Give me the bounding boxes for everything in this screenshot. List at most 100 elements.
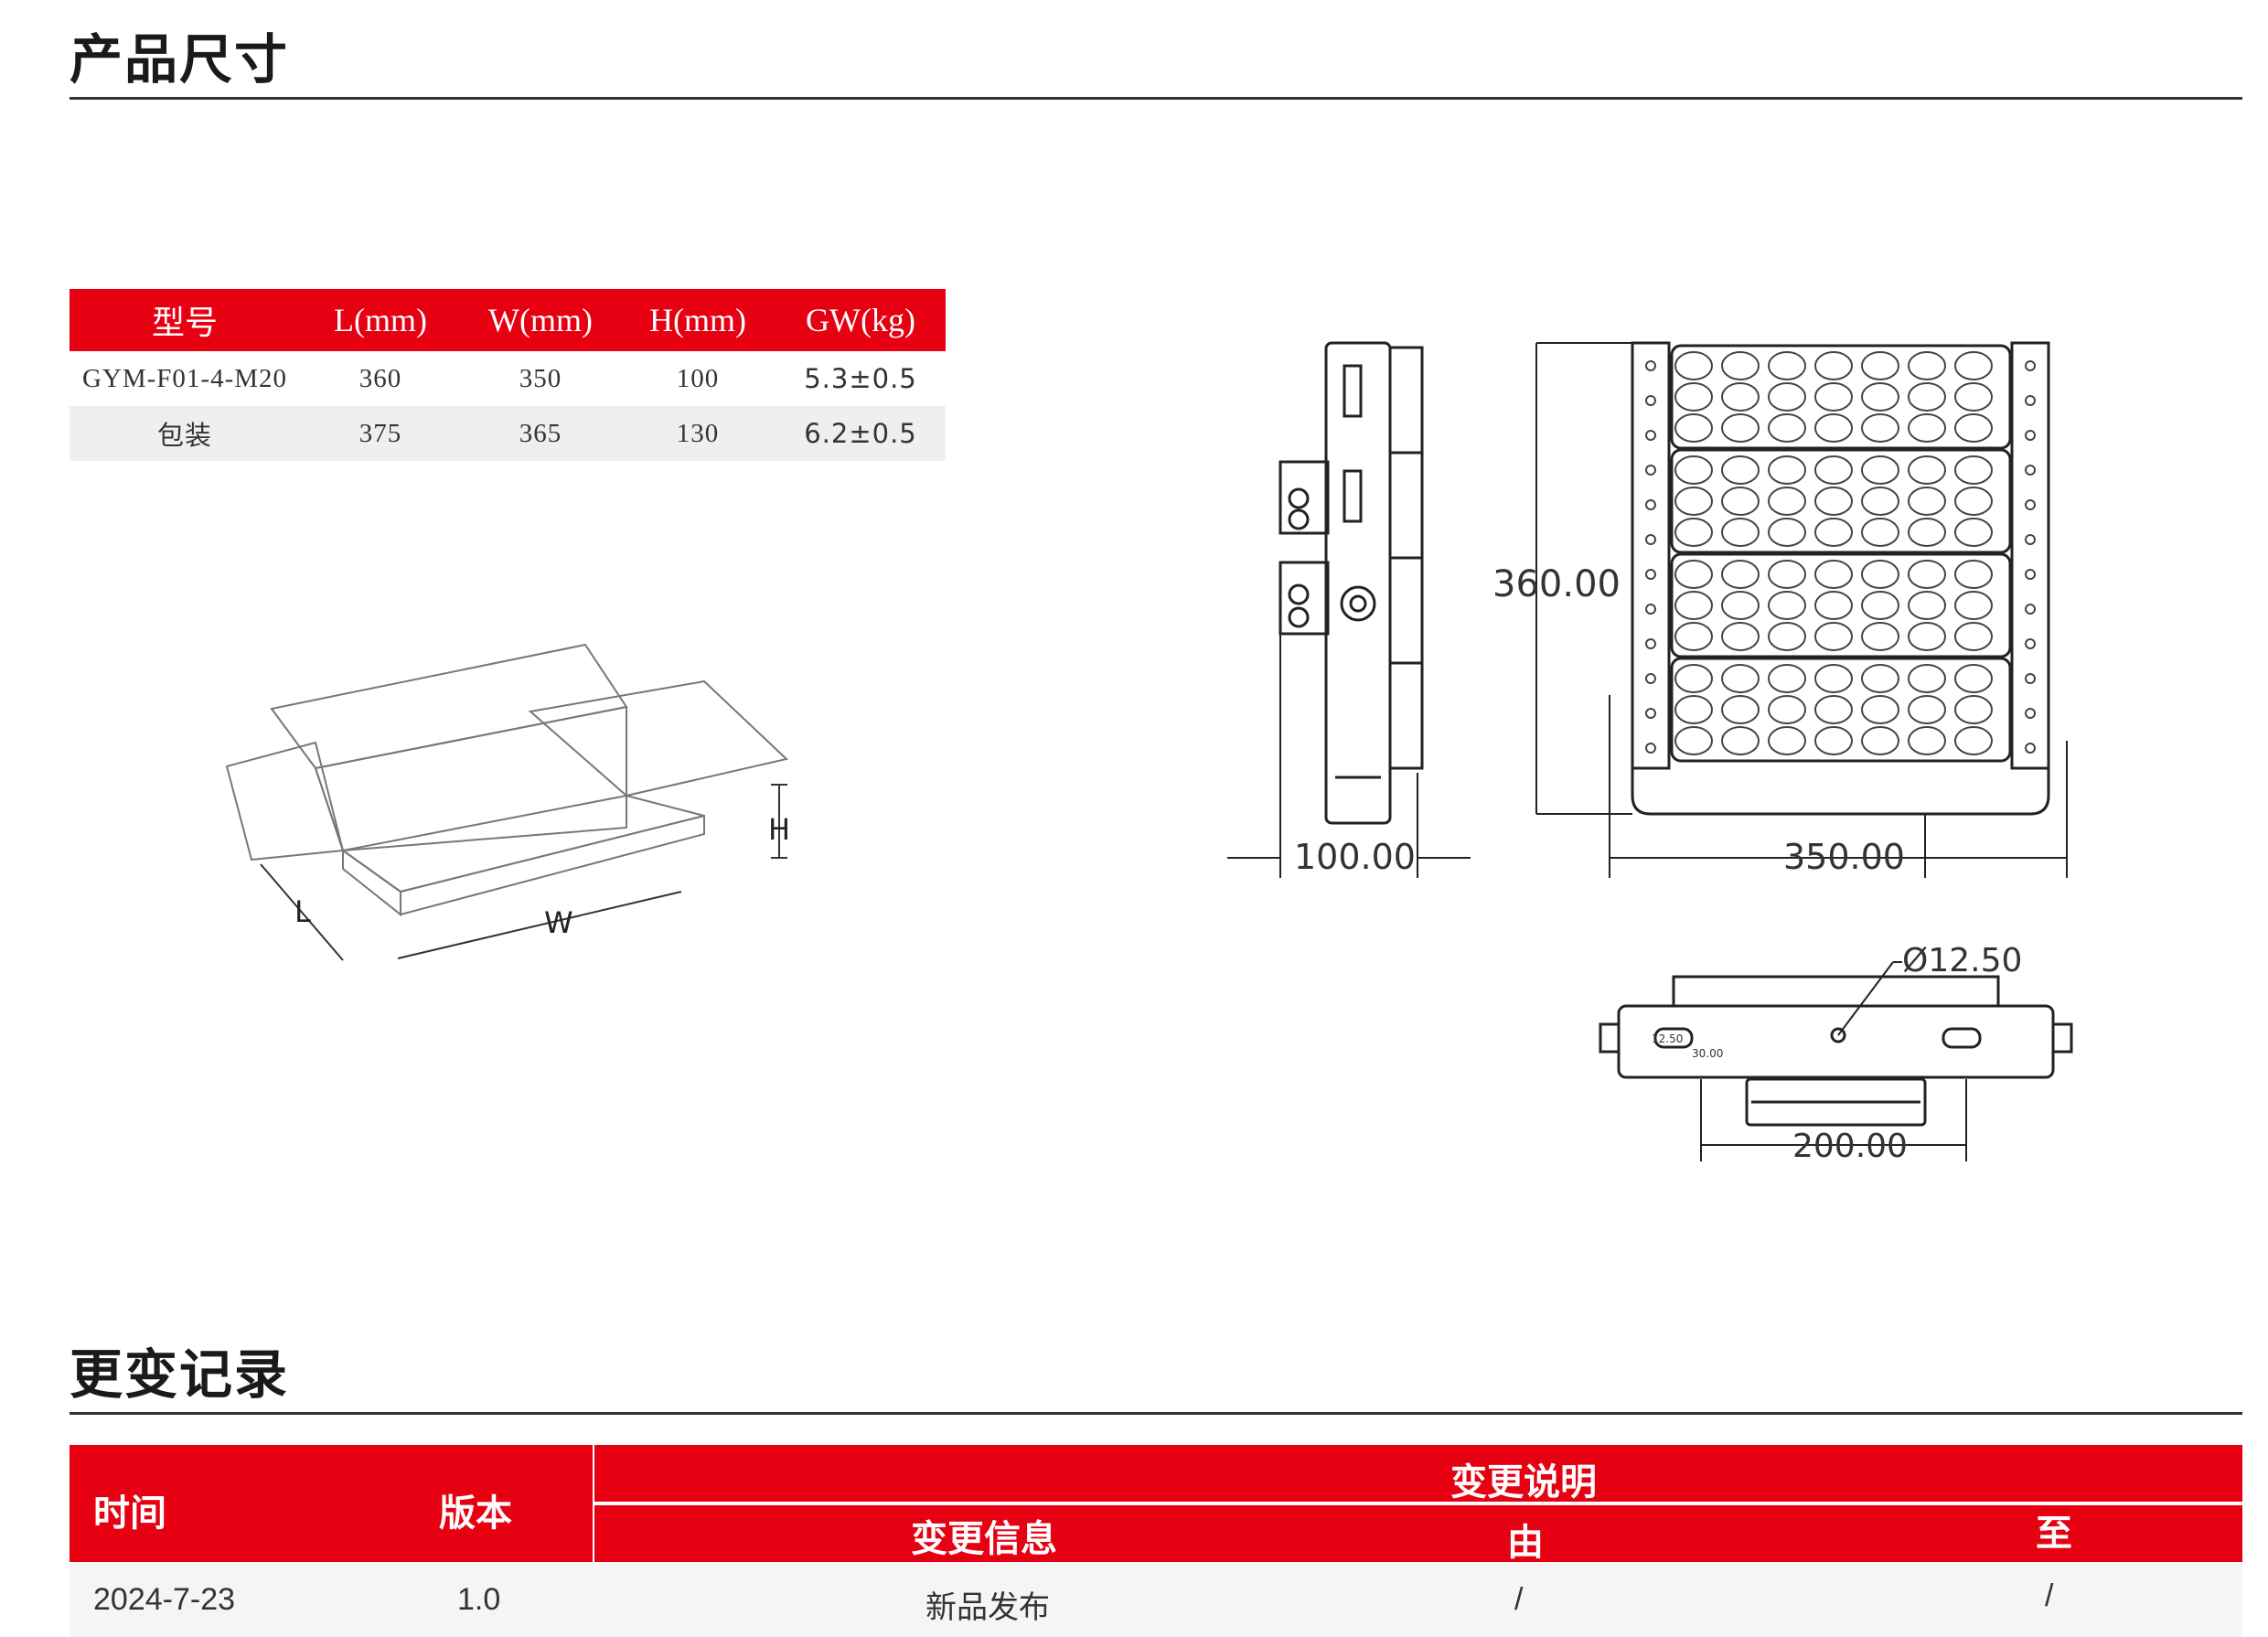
dim-height: 360.00	[1492, 563, 1621, 605]
led-lens	[1908, 664, 1946, 693]
led-lens	[1814, 518, 1853, 547]
header-to: 至	[2036, 1514, 2072, 1554]
led-lens	[1768, 695, 1806, 724]
cell-weight: 5.3±0.5	[804, 363, 917, 394]
mount-hole	[2025, 604, 2036, 615]
led-lens	[1908, 455, 1946, 485]
cell-width: 365	[461, 406, 620, 461]
led-lens	[1814, 487, 1853, 516]
led-lens	[1768, 455, 1806, 485]
cell-from: /	[1514, 1582, 1524, 1617]
led-lens	[1814, 560, 1853, 589]
led-lens	[1721, 726, 1760, 755]
led-lens	[1721, 622, 1760, 651]
mount-hole	[1645, 708, 1656, 719]
mount-hole	[2025, 395, 2036, 406]
led-lens	[1721, 518, 1760, 547]
mount-hole	[1645, 604, 1656, 615]
led-lens	[1954, 726, 1993, 755]
led-lens	[1861, 664, 1899, 693]
mount-hole	[2025, 465, 2036, 476]
led-lens	[1861, 560, 1899, 589]
changelog-header-desc	[594, 1445, 2242, 1502]
led-lens	[1721, 591, 1760, 620]
box-label-l: L	[294, 894, 311, 929]
header-version: 版本	[439, 1493, 512, 1534]
led-lens	[1954, 487, 1993, 516]
led-lens	[1814, 622, 1853, 651]
led-lens	[1954, 455, 1993, 485]
led-lens	[1768, 622, 1806, 651]
dim-small-b: 30.00	[1692, 1047, 1723, 1060]
dim-width: 350.00	[1783, 837, 1905, 877]
cell-model: 包装	[70, 406, 300, 461]
led-lens	[1674, 351, 1713, 380]
section-title-changelog: 更变记录	[70, 1345, 290, 1405]
led-lens	[1861, 726, 1899, 755]
led-lens	[1908, 591, 1946, 620]
mount-hole	[1645, 673, 1656, 684]
led-lens	[1721, 560, 1760, 589]
cell-height: 100	[676, 363, 720, 393]
header-model: 型号	[70, 289, 300, 351]
led-lens	[1768, 560, 1806, 589]
cell-height: 130	[620, 406, 776, 461]
led-lens	[1861, 518, 1899, 547]
led-lens	[1721, 664, 1760, 693]
cell-version: 1.0	[457, 1582, 501, 1617]
led-lens	[1721, 413, 1760, 443]
mount-hole	[2025, 499, 2036, 510]
led-lens	[1954, 560, 1993, 589]
header-info: 变更信息	[911, 1519, 1057, 1559]
header-weight: GW(kg)	[776, 289, 946, 351]
led-lens	[1674, 726, 1713, 755]
led-lens	[1768, 664, 1806, 693]
led-lens	[1721, 455, 1760, 485]
mount-hole	[1645, 743, 1656, 754]
cell-to: /	[2045, 1578, 2054, 1613]
led-lens	[1768, 382, 1806, 412]
led-lens	[1814, 726, 1853, 755]
mount-hole	[2025, 430, 2036, 441]
led-lens	[1768, 518, 1806, 547]
led-lens	[1814, 695, 1853, 724]
header-time: 时间	[93, 1493, 166, 1534]
led-lens	[1861, 622, 1899, 651]
led-lens	[1768, 351, 1806, 380]
led-lens	[1908, 487, 1946, 516]
led-lens	[1908, 622, 1946, 651]
side-view-drawing: 100.00	[1227, 341, 1471, 878]
mount-hole	[1645, 638, 1656, 649]
spec-table: 型号 L(mm) W(mm) H(mm) GW(kg) GYM-F01-4-M2…	[70, 289, 946, 461]
led-lens	[1861, 351, 1899, 380]
mount-hole	[1645, 499, 1656, 510]
spec-table-header: 型号 L(mm) W(mm) H(mm) GW(kg)	[70, 289, 946, 351]
led-lens	[1814, 455, 1853, 485]
led-lens	[1861, 695, 1899, 724]
table-row: GYM-F01-4-M20 360 350 100 5.3±0.5	[70, 351, 946, 406]
dim-depth: 100.00	[1294, 837, 1416, 877]
table-row: 包装 375 365 130 6.2±0.5	[70, 406, 946, 461]
table-row	[70, 1562, 2242, 1637]
dim-hole: Ø12.50	[1902, 942, 2022, 979]
led-lens	[1954, 695, 1993, 724]
changelog-header-left	[70, 1445, 593, 1562]
dim-small-a: 12.50	[1652, 1032, 1683, 1045]
mount-hole	[1645, 360, 1656, 371]
led-lens	[1954, 413, 1993, 443]
led-lens	[1861, 413, 1899, 443]
cell-length: 360	[358, 363, 402, 393]
mount-hole	[1645, 465, 1656, 476]
box-label-h: H	[768, 812, 790, 847]
led-lens	[1674, 455, 1713, 485]
section-title-dimensions: 产品尺寸	[70, 30, 290, 90]
led-lens	[1674, 591, 1713, 620]
box-label-w: W	[544, 905, 573, 940]
packaging-box-drawing: H L W	[225, 643, 790, 961]
led-lens	[1908, 382, 1946, 412]
led-lens	[1861, 591, 1899, 620]
mount-hole	[2025, 743, 2036, 754]
cell-info: 新品发布	[925, 1590, 1050, 1625]
led-lens	[1814, 351, 1853, 380]
led-lens	[1814, 664, 1853, 693]
